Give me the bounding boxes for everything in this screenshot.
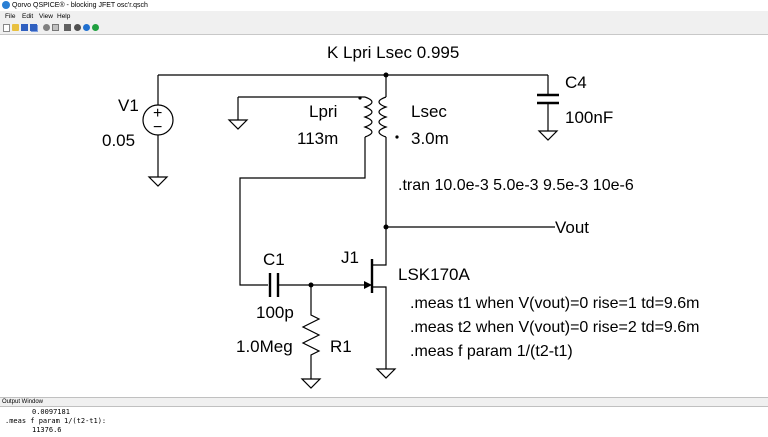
inductor-lpri[interactable] — [358, 96, 373, 138]
lsec-name: Lsec — [411, 102, 447, 121]
lpri-name: Lpri — [309, 102, 337, 121]
new-icon[interactable] — [3, 24, 10, 32]
output-line: .meas f param 1/(t2-t1): — [5, 417, 107, 425]
ground-symbol-v1 — [147, 176, 169, 187]
cut-icon[interactable] — [43, 24, 50, 31]
tran-directive: .tran 10.0e-3 5.0e-3 9.5e-3 10e-6 — [398, 177, 634, 194]
save-all-icon[interactable] — [30, 24, 37, 31]
resistor-r1[interactable] — [300, 285, 322, 389]
j1-model: LSK170A — [398, 265, 470, 284]
output-line: 11376.6 — [32, 426, 62, 434]
wire-lpri-to-c1 — [239, 137, 366, 286]
schematic-canvas[interactable]: + − V1 0.05 Lpri 113m Lsec 3.0m K Lpri L… — [0, 35, 768, 397]
open-icon[interactable] — [12, 24, 19, 31]
menu-file[interactable]: File — [5, 13, 16, 20]
capacitor-c1[interactable] — [268, 273, 365, 297]
coupling-directive: K Lpri Lsec 0.995 — [327, 43, 459, 62]
j1-name: J1 — [341, 248, 359, 267]
print-icon[interactable] — [64, 24, 71, 31]
inductor-lsec[interactable] — [378, 96, 399, 139]
c1-value: 100p — [256, 303, 294, 322]
ground-symbol-c4 — [537, 130, 559, 141]
lsec-value: 3.0m — [411, 129, 449, 148]
menu-bar: File Edit View Help — [0, 11, 768, 22]
r1-value: 1.0Meg — [236, 337, 293, 356]
meas-t1-directive: .meas t1 when V(vout)=0 rise=1 td=9.6m — [410, 295, 699, 312]
qspice-app-icon — [2, 1, 10, 9]
save-icon[interactable] — [21, 24, 28, 31]
lpri-value: 113m — [297, 129, 338, 148]
ground-symbol-j1 — [375, 368, 397, 379]
meas-t2-directive: .meas t2 when V(vout)=0 rise=2 td=9.6m — [410, 319, 699, 336]
ground-symbol-r1 — [300, 378, 322, 389]
junction-vout — [383, 224, 389, 230]
schematic-drawing: + − V1 0.05 Lpri 113m Lsec 3.0m K Lpri L… — [102, 43, 699, 389]
output-window-body[interactable]: 0.0097181 .meas f param 1/(t2-t1): 11376… — [0, 407, 768, 437]
settings-icon[interactable] — [74, 24, 81, 31]
output-window-header: Output Window — [0, 397, 768, 407]
toolbar — [0, 22, 768, 35]
help-icon[interactable] — [83, 24, 90, 31]
ground-symbol-lpri — [227, 119, 249, 130]
v1-name: V1 — [118, 96, 139, 115]
output-window-title: Output Window — [2, 399, 44, 405]
v1-value: 0.05 — [102, 131, 135, 150]
r1-name: R1 — [330, 337, 352, 356]
c4-value: 100nF — [565, 108, 613, 127]
wire-lpri-ground — [237, 96, 365, 120]
c4-name: C4 — [565, 73, 587, 92]
meas-f-directive: .meas f param 1/(t2-t1) — [410, 343, 573, 360]
vout-net-label: Vout — [555, 218, 589, 237]
window-title: Qorvo QSPICE® - blocking JFET osc'r.qsch — [12, 2, 148, 9]
copy-icon[interactable] — [52, 24, 59, 31]
c1-name: C1 — [263, 250, 285, 269]
capacitor-c4[interactable] — [537, 75, 559, 141]
v1-plus-sign: + — [153, 105, 162, 122]
run-icon[interactable] — [92, 24, 99, 31]
output-line: 0.0097181 — [32, 408, 70, 416]
menu-help[interactable]: Help — [57, 13, 71, 20]
title-bar: Qorvo QSPICE® - blocking JFET osc'r.qsch — [0, 0, 768, 11]
menu-view[interactable]: View — [39, 13, 53, 20]
v1-minus-sign: − — [153, 119, 162, 136]
jfet-j1[interactable] — [364, 259, 397, 379]
voltage-source-v1[interactable]: + − — [142, 75, 174, 187]
menu-edit[interactable]: Edit — [22, 13, 34, 20]
